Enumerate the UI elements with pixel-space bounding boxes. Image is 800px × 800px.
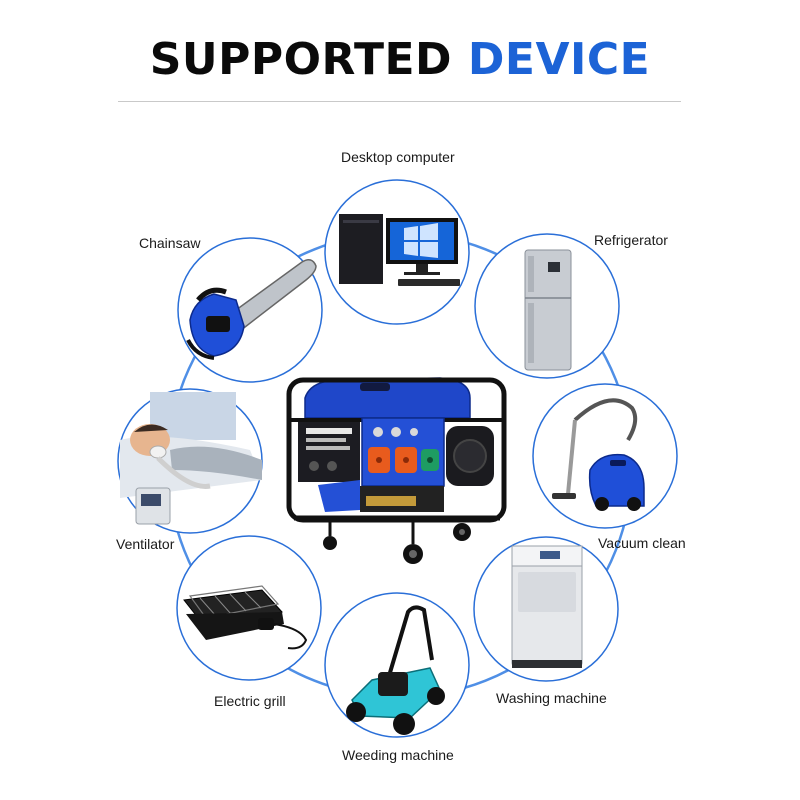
label-washing-machine: Washing machine (496, 690, 607, 706)
device-circle-weeding-machine (324, 592, 470, 738)
lawn-mower-icon (346, 605, 445, 735)
device-circle-refrigerator (474, 233, 620, 379)
device-circle-chainsaw (177, 237, 323, 383)
title-part-2: DEVICE (467, 34, 651, 85)
device-circle-vacuum (532, 383, 678, 529)
label-electric-grill: Electric grill (214, 693, 286, 709)
label-ventilator: Ventilator (116, 536, 175, 552)
label-vacuum-clean: Vacuum clean (598, 535, 686, 551)
chainsaw-icon (186, 259, 317, 360)
portable-generator-icon (286, 377, 507, 564)
refrigerator-icon (524, 249, 572, 371)
device-circle-desktop-computer (324, 179, 470, 325)
label-refrigerator: Refrigerator (594, 232, 668, 248)
title-part-1: SUPPORTED (149, 34, 453, 85)
title-divider (118, 101, 681, 102)
page-title: SUPPORTED DEVICE (0, 30, 800, 90)
ventilator-icon (120, 392, 262, 525)
device-circle-ventilator (117, 388, 263, 534)
washing-machine-icon (511, 545, 583, 668)
label-chainsaw: Chainsaw (139, 235, 201, 251)
device-circle-washing-machine (473, 536, 619, 682)
label-desktop-computer: Desktop computer (341, 149, 455, 165)
label-weeding-machine: Weeding machine (342, 747, 454, 763)
desktop-computer-icon (339, 214, 460, 286)
device-circle-electric-grill (176, 535, 322, 681)
vacuum-cleaner-icon (552, 398, 645, 511)
electric-grill-icon (183, 585, 308, 650)
